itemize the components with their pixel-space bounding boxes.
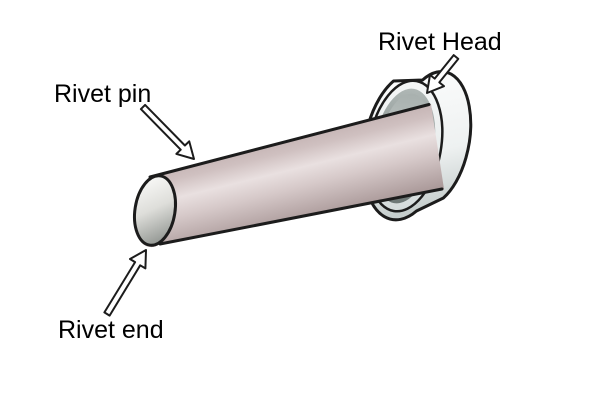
rivet-end-arrow — [103, 249, 147, 317]
rivet-pin-shaft — [133, 104, 444, 248]
rivet-pin-arrow — [139, 103, 195, 160]
rivet-pin-label: Rivet pin — [54, 80, 151, 108]
rivet-end-label: Rivet end — [58, 316, 164, 344]
rivet-end-cap — [133, 174, 177, 247]
rivet-pin-outline — [148, 103, 444, 246]
rivet-head-arrow — [426, 54, 460, 94]
rivet-head-label: Rivet Head — [378, 28, 502, 56]
